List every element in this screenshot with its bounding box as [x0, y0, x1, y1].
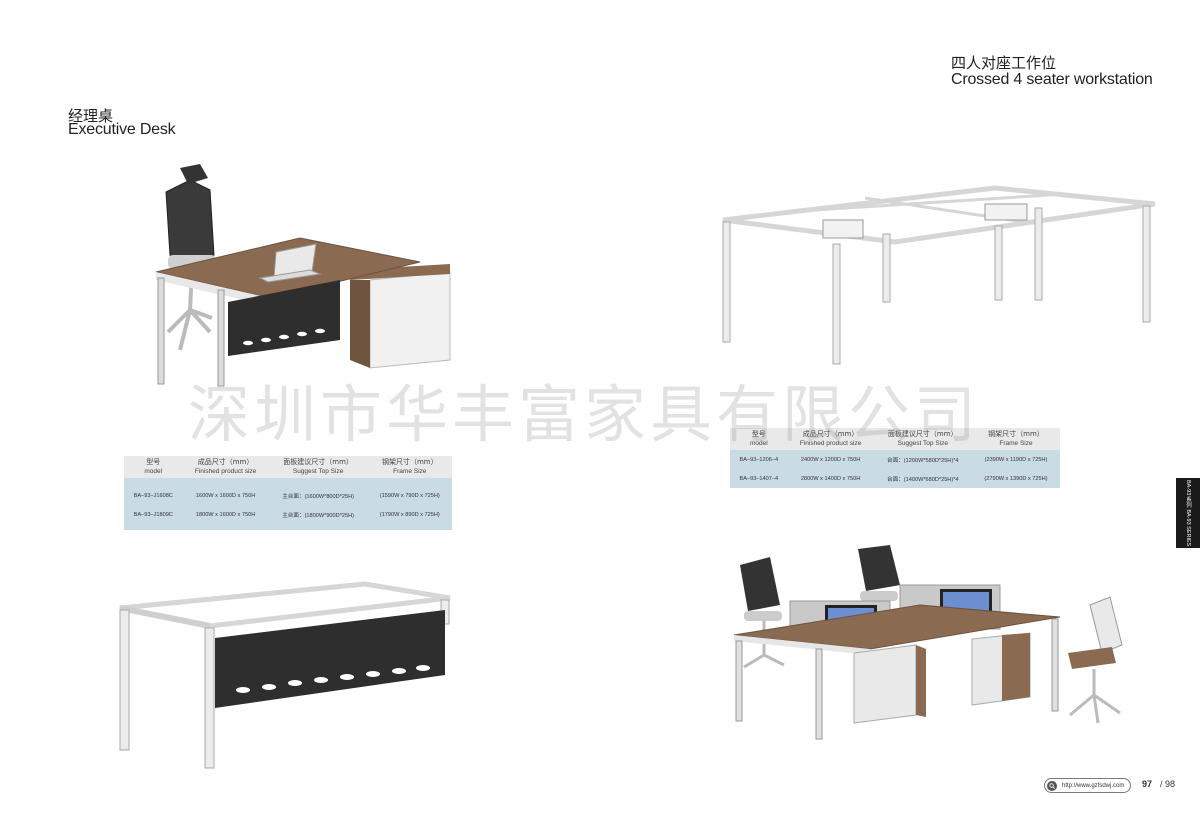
exec-title-en: Executive Desk [68, 121, 176, 138]
workstation-scene-image [733, 545, 1123, 740]
col-header-size: 成品尺寸（mm）Finished product size [182, 456, 269, 478]
col-header-frame: 钢架尺寸（mm）Frame Size [367, 456, 452, 478]
power-box-image [822, 203, 1028, 239]
series-side-tab: BA-93 系列 BA-93 SERIES [1176, 478, 1200, 548]
cell-size: 1600W x 1600D x 750H [182, 478, 269, 505]
cell-frame: (2790W x 1390D x 725H) [971, 469, 1060, 488]
cell-size: 2400W x 1200D x 750H [787, 450, 874, 469]
cell-model: BA–93–J1809C [124, 505, 183, 530]
col-header-top: 面板建议尺寸（mm）Suggest Top Size [873, 428, 972, 450]
executive-frame-image [119, 581, 451, 769]
website-pill[interactable]: http://www.gzfsdwj.com [1044, 778, 1132, 793]
office-chair-image [858, 545, 900, 601]
side-cabinet-image [350, 264, 451, 369]
drawer-pedestal-image [971, 632, 1031, 706]
cell-size: 2800W x 1400D x 750H [787, 469, 874, 488]
cross-title-cn: 四人对座工作位 [951, 54, 1057, 72]
cell-top: 台面：(1400W*680D*25H)*4 [873, 469, 972, 488]
table-row: BA–93–J1608C 1600W x 1600D x 750H 主台面：(1… [124, 478, 452, 505]
col-header-top: 面板建议尺寸（mm）Suggest Top Size [268, 456, 368, 478]
cell-frame: (2390W x 1190D x 725H) [971, 450, 1060, 469]
exec-title-cn: 经理桌 [68, 107, 114, 125]
cell-top: 主台面：(1600W*800D*25H) [268, 478, 368, 505]
cell-top: 主台面：(1800W*900D*25H) [268, 505, 368, 530]
cell-size: 1800W x 1600D x 750H [182, 505, 269, 530]
page-number-current: 97 [1142, 779, 1153, 789]
page-number-other: / 98 [1160, 779, 1176, 789]
col-header-size: 成品尺寸（mm）Finished product size [787, 428, 874, 450]
modesty-panel-image [215, 610, 445, 708]
cell-model: BA–93–J1608C [124, 478, 183, 505]
crossed-frame-image [722, 185, 1156, 365]
cell-frame: (1590W x 790D x 725H) [367, 478, 452, 505]
cell-model: BA–93–1206–4 [730, 450, 788, 469]
office-chair-image [165, 164, 216, 351]
cell-frame: (1790W x 890D x 725H) [367, 505, 452, 530]
laptop-image [258, 243, 322, 283]
executive-desk-image [155, 164, 451, 387]
website-url[interactable]: http://www.gzfsdwj.com [1062, 782, 1125, 789]
modesty-panel-image [228, 280, 340, 356]
search-icon [1047, 780, 1057, 791]
cell-model: BA–93–1407–4 [730, 469, 788, 488]
cell-top: 台面：(1200W*580D*25H)*4 [873, 450, 972, 469]
office-chair-image [1068, 596, 1123, 724]
company-watermark: 深圳市华丰富家具有限公司 [188, 378, 981, 451]
table-row: BA–93–1206–4 2400W x 1200D x 750H 台面：(12… [730, 450, 1060, 469]
drawer-pedestal-image [853, 644, 926, 724]
cross-title-en: Crossed 4 seater workstation [951, 71, 1153, 88]
table-row: BA–93–1407–4 2800W x 1400D x 750H 台面：(14… [730, 469, 1060, 488]
office-chair-image [740, 557, 785, 669]
col-header-frame: 钢架尺寸（mm）Frame Size [971, 428, 1060, 450]
table-row: BA–93–J1809C 1800W x 1600D x 750H 主台面：(1… [124, 505, 452, 530]
